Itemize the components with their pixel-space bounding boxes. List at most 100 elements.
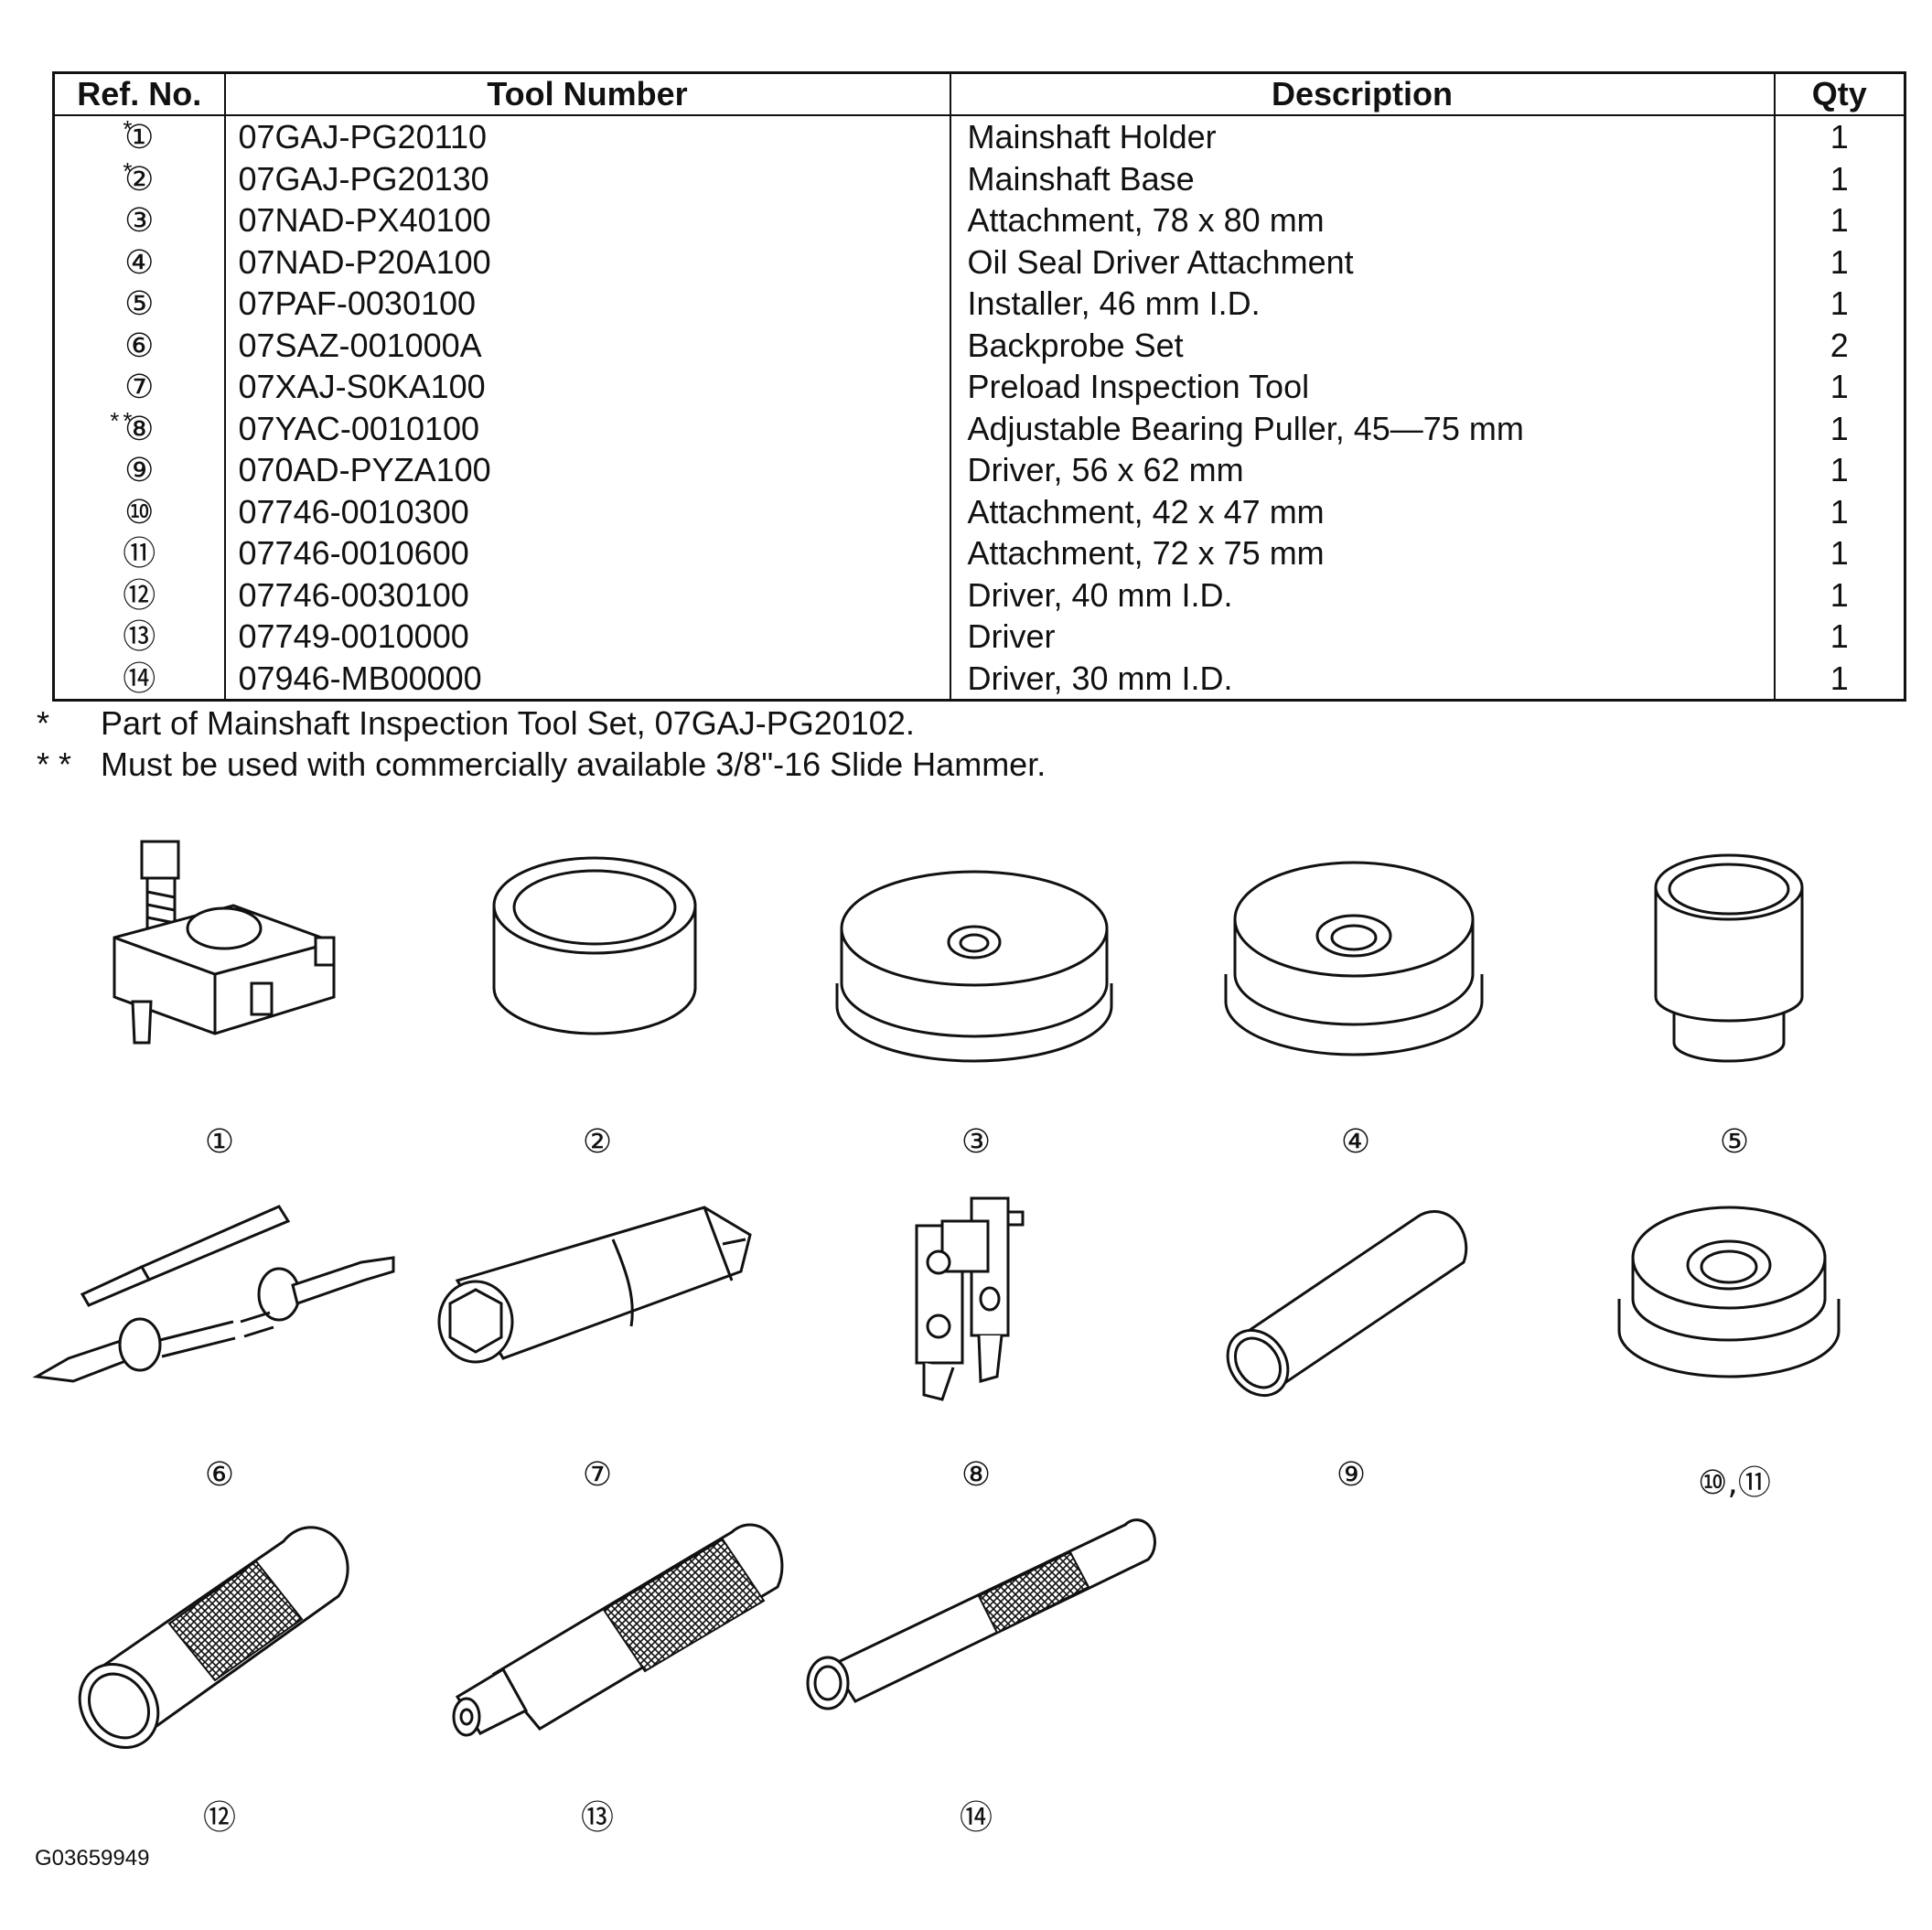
qty-cell: 1 [1773, 157, 1906, 199]
qty-cell: 1 [1773, 199, 1906, 241]
tool-number-cell: 07SAZ-001000A [223, 324, 951, 366]
qty-cell: 1 [1773, 616, 1906, 658]
installer-icon [1647, 851, 1811, 1079]
ref-no-cell: ⑨ [52, 449, 226, 491]
ref-no-cell: ⑪ [52, 532, 226, 574]
ref-no-cell: ⑦ [52, 366, 226, 408]
attachment-42-72-icon [1615, 1194, 1843, 1386]
tool-number-cell: 07YAC-0010100 [223, 407, 951, 449]
qty-cell: 1 [1773, 366, 1906, 408]
ref-number: ⑨ [124, 451, 155, 489]
description-cell: Driver [949, 616, 1776, 658]
oil-seal-driver-attachment-icon [1221, 846, 1487, 1066]
header-tool-number: Tool Number [223, 71, 951, 116]
preload-inspection-tool-icon [430, 1198, 759, 1381]
ref-no-cell: ⑥ [52, 324, 226, 366]
driver-handle-icon [439, 1514, 787, 1742]
footnote-text: Part of Mainshaft Inspection Tool Set, 0… [101, 704, 915, 742]
figure-label: ⑩,⑪ [1698, 1464, 1771, 1502]
qty-cell: 1 [1773, 657, 1906, 702]
ref-no-cell: **⑧ [52, 407, 226, 449]
mainshaft-base-icon [485, 851, 704, 1052]
tool-number-cell: 07NAD-PX40100 [223, 199, 951, 241]
ref-no-cell: ③ [52, 199, 226, 241]
driver-40mm-icon [73, 1523, 366, 1752]
tool-number-cell: 070AD-PYZA100 [223, 449, 951, 491]
driver-30mm-icon [796, 1514, 1162, 1724]
ref-number: ⑥ [124, 326, 155, 364]
ref-no-cell: ⑤ [52, 283, 226, 325]
ref-no-cell: *② [52, 157, 226, 199]
qty-cell: 2 [1773, 324, 1906, 366]
driver-56x62-icon [1226, 1198, 1473, 1398]
tool-number-cell: 07746-0010300 [223, 490, 951, 532]
footnote-text: Must be used with commercially available… [101, 745, 1046, 783]
ref-number: ⑫ [123, 575, 156, 614]
figure-label: ⑦ [582, 1456, 613, 1494]
ref-no-cell: ⑬ [52, 616, 226, 658]
footnote-marker: ** [110, 406, 136, 434]
tool-number-cell: 07749-0010000 [223, 616, 951, 658]
footnote-single-star: * Part of Mainshaft Inspection Tool Set, … [37, 704, 915, 743]
ref-number: ⑪ [123, 534, 156, 573]
ref-no-cell: ⑩ [52, 490, 226, 532]
description-cell: Mainshaft Holder [949, 115, 1776, 158]
ref-no-cell: *① [52, 115, 226, 158]
description-cell: Installer, 46 mm I.D. [949, 283, 1776, 325]
description-cell: Mainshaft Base [949, 157, 1776, 199]
qty-cell: 1 [1773, 574, 1906, 616]
figure-label: ⑧ [961, 1456, 992, 1494]
tool-number-cell: 07946-MB00000 [223, 657, 951, 702]
description-cell: Adjustable Bearing Puller, 45—75 mm [949, 407, 1776, 449]
figure-label: ④ [1340, 1123, 1371, 1161]
qty-cell: 1 [1773, 241, 1906, 283]
footnote-mark: * * [37, 745, 72, 783]
qty-cell: 1 [1773, 449, 1906, 491]
description-cell: Preload Inspection Tool [949, 366, 1776, 408]
description-cell: Driver, 40 mm I.D. [949, 574, 1776, 616]
figure-label: ② [582, 1123, 613, 1161]
ref-no-cell: ⑭ [52, 657, 226, 702]
table-header-row: Ref. No. Tool Number Description Qty [52, 71, 1906, 116]
header-ref-no: Ref. No. [52, 71, 226, 116]
mainshaft-holder-icon [96, 837, 352, 1075]
ref-number: ⑭ [123, 659, 156, 697]
tool-number-cell: 07746-0010600 [223, 532, 951, 574]
qty-cell: 1 [1773, 283, 1906, 325]
footnote-double-star: * * Must be used with commercially availa… [37, 745, 1046, 784]
qty-cell: 1 [1773, 532, 1906, 574]
ref-number: ② [124, 159, 155, 198]
tool-number-cell: 07XAJ-S0KA100 [223, 366, 951, 408]
description-cell: Attachment, 72 x 75 mm [949, 532, 1776, 574]
ref-number: ① [124, 118, 155, 156]
backprobe-set-icon [32, 1194, 416, 1404]
header-description: Description [949, 71, 1776, 116]
footnote-mark: * [37, 704, 50, 742]
figure-label: ⑤ [1719, 1123, 1750, 1161]
bearing-puller-icon [906, 1189, 1052, 1409]
figure-label: ③ [961, 1123, 992, 1161]
ref-number: ⑩ [124, 492, 155, 531]
qty-cell: 1 [1773, 407, 1906, 449]
attachment-78x80-icon [832, 846, 1116, 1066]
ref-number: ⑬ [123, 617, 156, 656]
ref-number: ⑧ [124, 409, 155, 447]
figure-label: ⑬ [580, 1799, 614, 1837]
figure-label: ① [204, 1123, 235, 1161]
header-qty: Qty [1773, 71, 1906, 116]
qty-cell: 1 [1773, 115, 1906, 158]
figure-label: ⑥ [204, 1456, 235, 1494]
tool-number-cell: 07746-0030100 [223, 574, 951, 616]
